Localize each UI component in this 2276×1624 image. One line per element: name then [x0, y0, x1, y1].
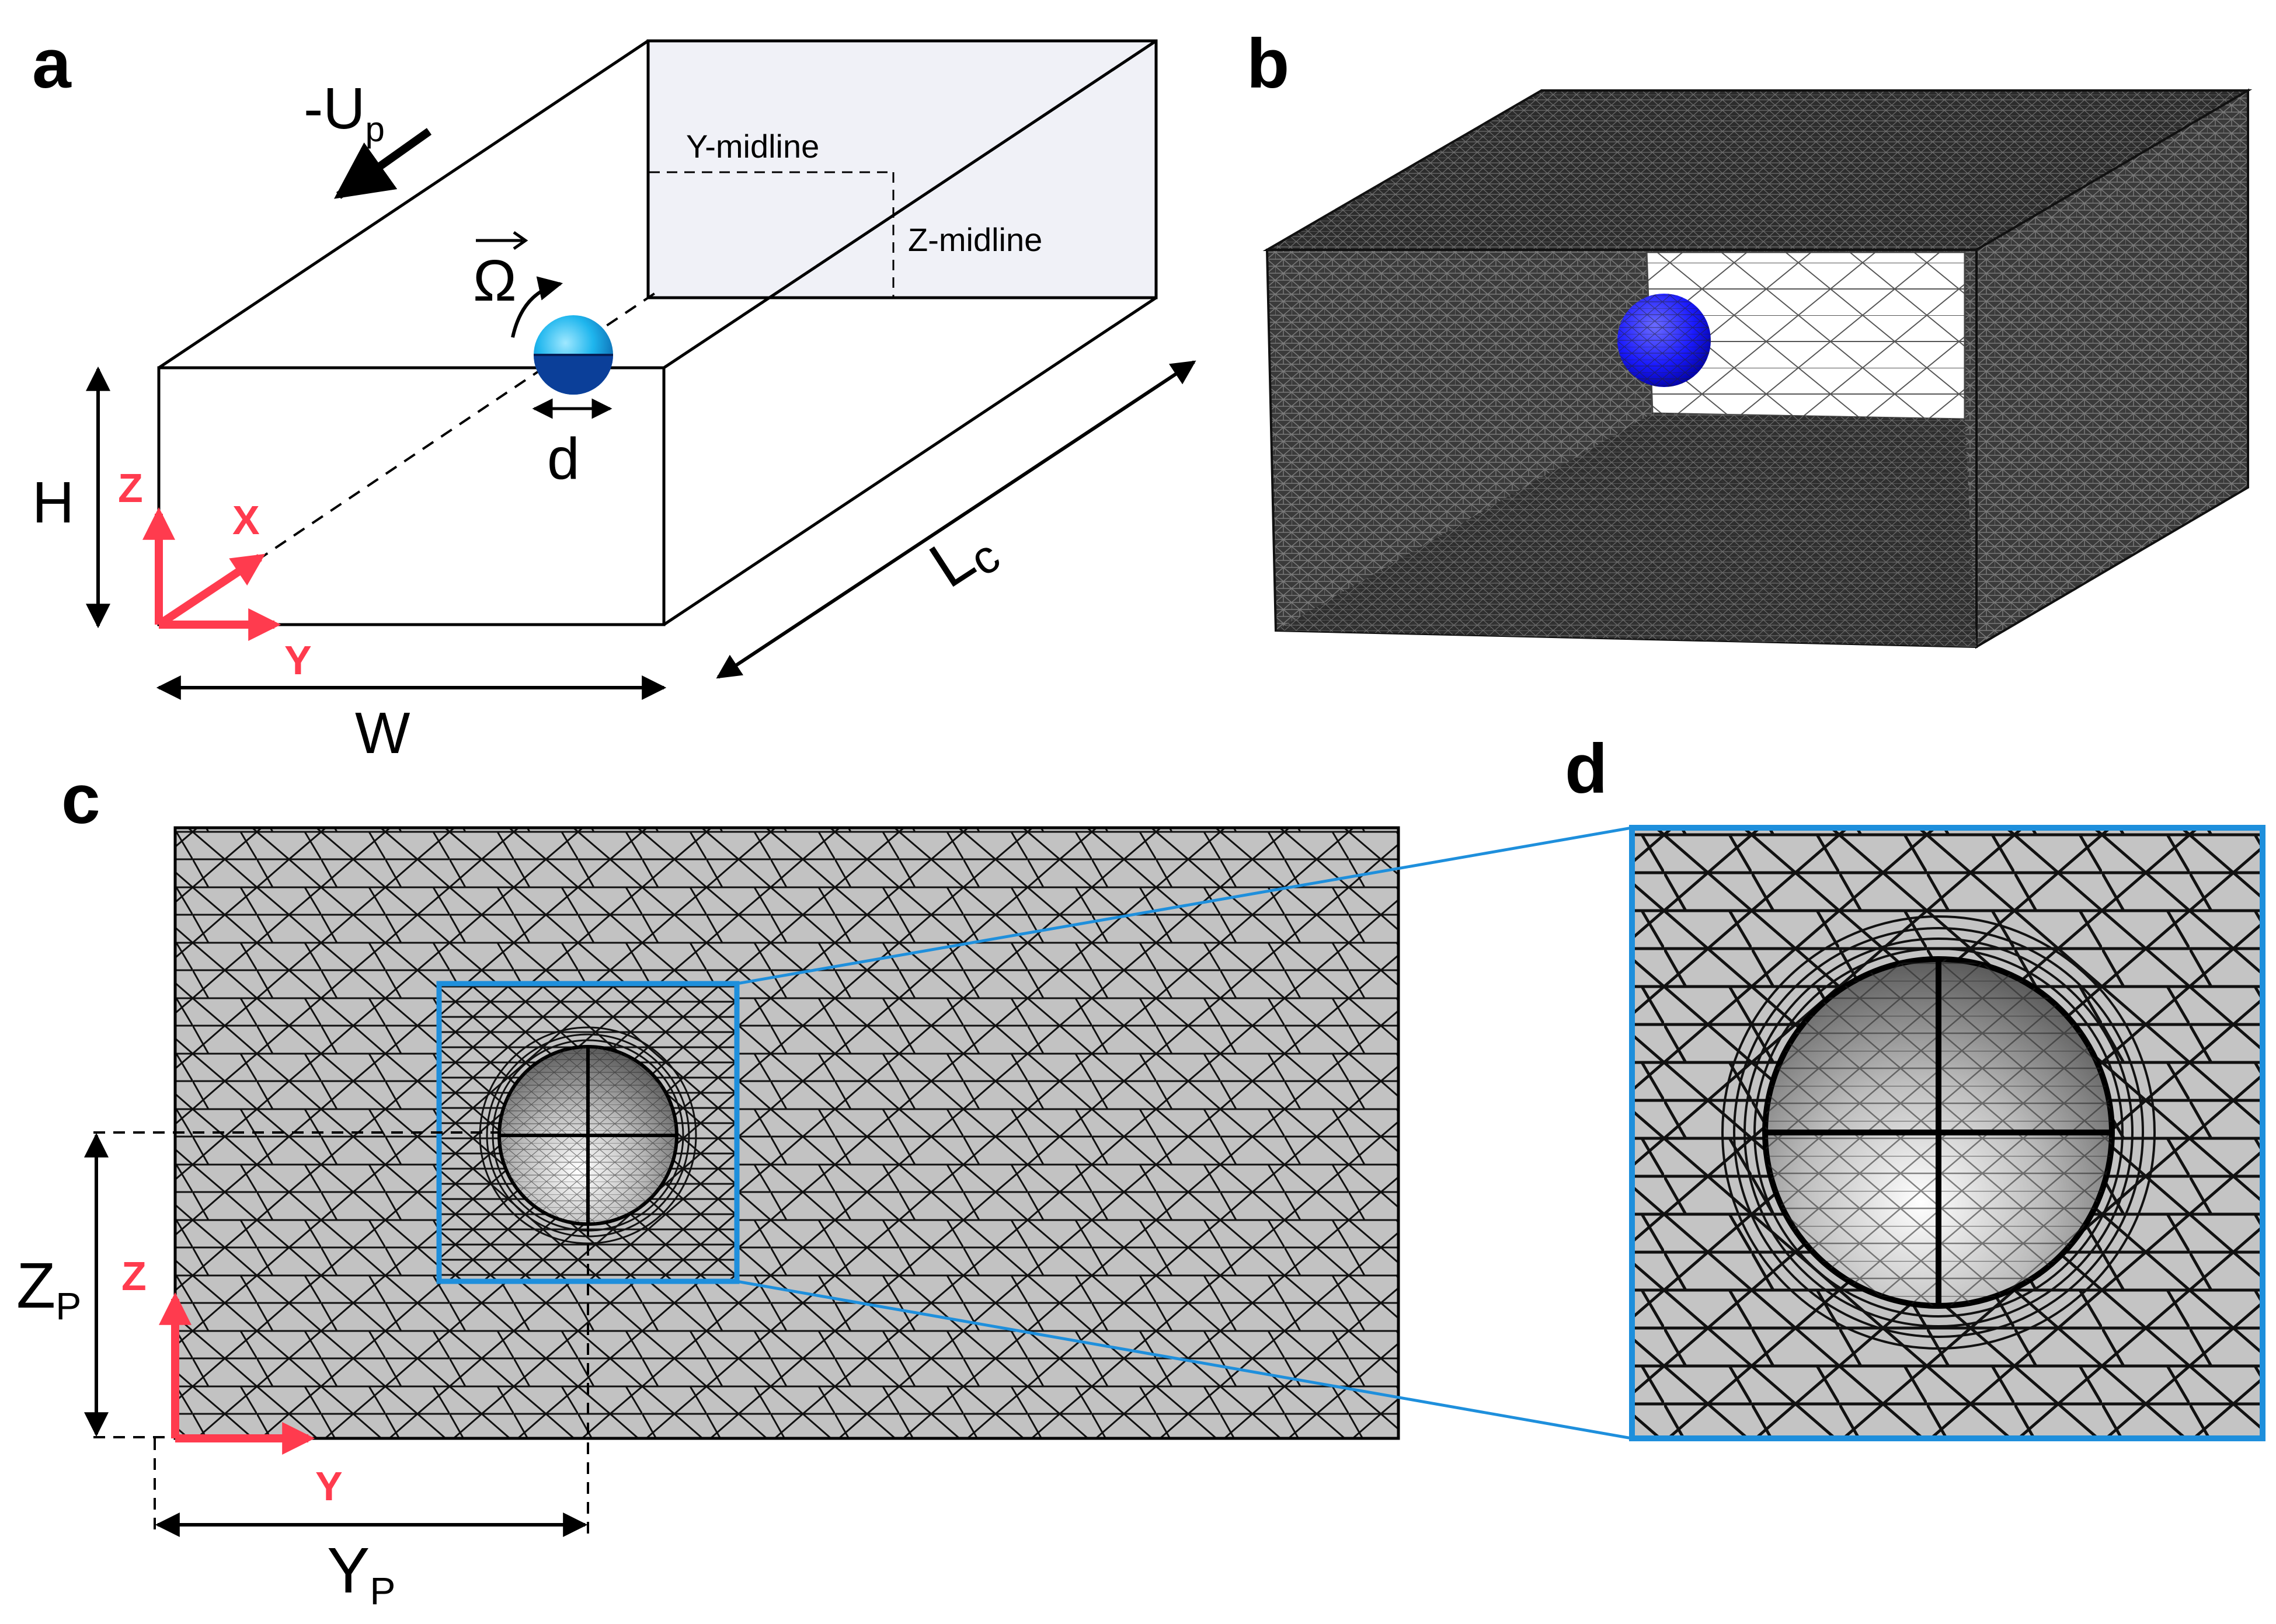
coordinate-axes-a — [142, 507, 281, 641]
axis-y-label-a: Y — [284, 637, 312, 683]
mesh-particle-grid — [1617, 294, 1711, 387]
panel-a-channel-schematic: a Y-midline Z-midline -Up Ω — [32, 25, 1196, 766]
coordinate-axes-c — [159, 1292, 315, 1455]
omega-label: Ω — [473, 248, 517, 313]
omega-vector-arrow — [476, 231, 528, 250]
zoom-connector-bottom — [736, 1280, 1633, 1440]
flow-label: -Up — [304, 76, 385, 149]
zoom-panel-border — [1629, 825, 2265, 1441]
axis-y-label-c: Y — [315, 1463, 343, 1509]
rotation-arrow — [511, 276, 563, 338]
height-label: H — [32, 470, 74, 535]
mesh-interior-floor — [1276, 413, 1976, 647]
yp-label: YP — [327, 1535, 395, 1612]
panel-c-cross-section-mesh: c ZP YP — [16, 760, 1633, 1612]
zoom-connector-top — [736, 826, 1633, 985]
panel-d-zoomed-mesh: d — [1565, 730, 2265, 1441]
z-midline-label: Z-midline — [908, 221, 1042, 258]
panel-b-3d-mesh: b — [1247, 25, 2253, 649]
zp-label: ZP — [16, 1250, 81, 1327]
diameter-label: d — [547, 426, 580, 492]
length-dimension-arrow — [716, 360, 1196, 679]
channel-end-face — [646, 39, 1158, 299]
axis-z-label-a: Z — [118, 465, 143, 511]
panel-d-letter: d — [1565, 730, 1607, 808]
flow-arrow — [334, 128, 432, 199]
axis-z-label-c: Z — [121, 1253, 147, 1299]
particle-sphere — [534, 315, 613, 395]
width-label: W — [355, 701, 410, 766]
panel-c-letter: c — [61, 760, 100, 838]
axis-x-label-a: X — [232, 497, 260, 543]
panel-b-letter: b — [1247, 25, 1289, 103]
y-midline-label: Y-midline — [686, 128, 819, 165]
length-label: Lc — [917, 509, 1008, 605]
panel-a-letter: a — [32, 25, 72, 103]
